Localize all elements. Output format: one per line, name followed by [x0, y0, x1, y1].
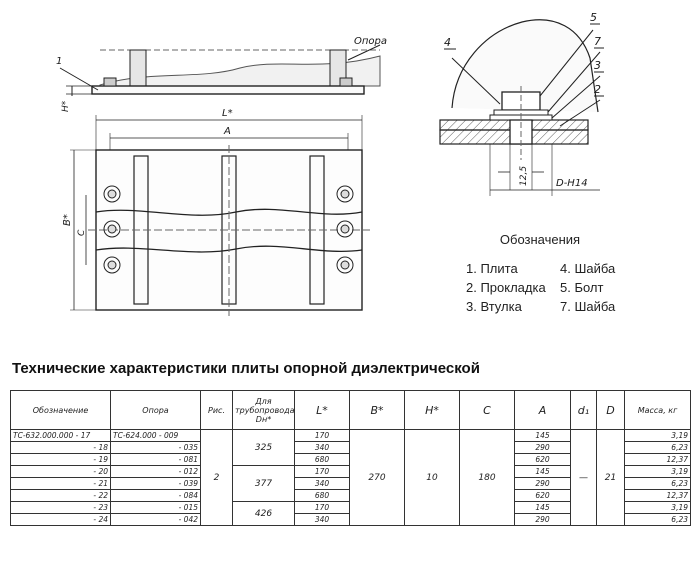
a-cell: 145 [514, 465, 571, 478]
support-label: Опора [354, 36, 387, 47]
a-cell: 620 [514, 453, 571, 466]
d1-cell: — [570, 429, 597, 526]
b-cell: 270 [349, 429, 405, 526]
legend-title: Обозначения [499, 232, 581, 247]
l-cell: 170 [294, 501, 350, 514]
fig-cell: 2 [200, 429, 233, 526]
detail-diameter-dimension: D-H14 [556, 178, 588, 189]
table-row: - 20 - 012 377 170 145 3,19 [10, 465, 691, 502]
table-row: - 21 - 039 340 290 6,23 [10, 477, 691, 490]
header-mass: Масса, кг [624, 390, 691, 430]
l-cell: 680 [294, 453, 350, 466]
table-row: - 24 - 042 340 290 6,23 [10, 513, 691, 526]
designation-cell: - 21 [10, 477, 111, 490]
detail-callout-3: 3 [594, 59, 601, 72]
support-cell: - 012 [110, 465, 201, 478]
legend-item: 2. Прокладка [466, 280, 546, 295]
h-dimension-label: H* [61, 100, 71, 112]
c-dimension-label: C [77, 229, 87, 236]
technical-drawing: 1 Опора H* L* A B* C [56, 11, 604, 316]
l-cell: 680 [294, 489, 350, 502]
pipeline-cell: 377 [232, 465, 295, 502]
support-cell: - 081 [110, 453, 201, 466]
designation-cell: - 19 [10, 453, 111, 466]
designation-cell: ТС-632.000.000 - 17 [10, 429, 111, 442]
mass-cell: 3,19 [624, 465, 691, 478]
detail-callout-5: 5 [590, 11, 597, 24]
c-cell: 180 [459, 429, 515, 526]
legend-items: 1. Плита 4. Шайба 2. Прокладка 5. Болт 3… [466, 261, 680, 314]
header-l: L* [294, 390, 350, 430]
detail-hole-dimension: 12,5 [519, 166, 529, 186]
mass-cell: 6,23 [624, 477, 691, 490]
support-cell: ТС-624.000 - 009 [110, 429, 201, 442]
a-cell: 290 [514, 477, 571, 490]
a-cell: 145 [514, 501, 571, 514]
designation-cell: - 20 [10, 465, 111, 478]
a-cell: 290 [514, 513, 571, 526]
header-pipeline: Для трубопровода, Dн* [232, 390, 295, 430]
l-cell: 340 [294, 441, 350, 454]
plan-view [70, 115, 370, 316]
l-cell: 170 [294, 465, 350, 478]
designation-cell: - 22 [10, 489, 111, 502]
d-cell: 21 [596, 429, 625, 526]
a-dimension-label: A [223, 126, 231, 137]
detail-callout-7: 7 [594, 35, 601, 48]
header-designation: Обозначение [10, 390, 111, 430]
mass-cell: 6,23 [624, 513, 691, 526]
l-dimension-label: L* [222, 108, 233, 119]
support-cell: - 039 [110, 477, 201, 490]
table-row: - 22 - 084 680 620 12,37 [10, 489, 691, 502]
detail-callout-2: 2 [594, 83, 601, 96]
designation-cell: - 24 [10, 513, 111, 526]
designation-cell: - 23 [10, 501, 111, 514]
a-cell: 290 [514, 441, 571, 454]
header-c: C [459, 390, 515, 430]
spec-table: Обозначение Опора Рис. Для трубопровода,… [10, 390, 691, 526]
l-cell: 340 [294, 513, 350, 526]
table-row: - 23 - 015 426 170 145 3,19 [10, 501, 691, 526]
legend-item: 4. Шайба [560, 261, 616, 276]
page-title: Технические характеристики плиты опорной… [12, 360, 480, 377]
side-callout-1: 1 [56, 56, 62, 67]
mass-cell: 3,19 [624, 429, 691, 442]
mass-cell: 12,37 [624, 453, 691, 466]
h-cell: 10 [404, 429, 460, 526]
header-d1: d₁ [570, 390, 597, 430]
mass-cell: 6,23 [624, 441, 691, 454]
support-cell: - 035 [110, 441, 201, 454]
b-dimension-label: B* [62, 214, 73, 226]
header-d: D [596, 390, 625, 430]
support-cell: - 084 [110, 489, 201, 502]
header-h: H* [404, 390, 460, 430]
header-a: A [514, 390, 571, 430]
legend-item: 3. Втулка [466, 299, 522, 314]
header-fig: Рис. [200, 390, 233, 430]
a-cell: 145 [514, 429, 571, 442]
bolt-holes [103, 185, 354, 274]
header-support: Опора [110, 390, 201, 430]
legend-item: 7. Шайба [560, 299, 616, 314]
designation-cell: - 18 [10, 441, 111, 454]
legend-item: 5. Болт [560, 280, 604, 295]
header-b: B* [349, 390, 405, 430]
support-cell: - 015 [110, 501, 201, 514]
l-cell: 170 [294, 429, 350, 442]
detail-section [439, 19, 604, 196]
side-view [59, 44, 381, 96]
pipeline-cell: 426 [232, 501, 295, 526]
a-cell: 620 [514, 489, 571, 502]
pipeline-cell: 325 [232, 429, 295, 466]
legend: Обозначения 1. Плита 4. Шайба 2. Проклад… [440, 232, 680, 314]
l-cell: 340 [294, 477, 350, 490]
table-row: ТС-632.000.000 - 17 ТС-624.000 - 009 2 3… [10, 429, 691, 526]
detail-callout-4: 4 [444, 36, 451, 49]
mass-cell: 3,19 [624, 501, 691, 514]
mass-cell: 12,37 [624, 489, 691, 502]
legend-item: 1. Плита [466, 261, 518, 276]
support-cell: - 042 [110, 513, 201, 526]
table-header-row: Обозначение Опора Рис. Для трубопровода,… [10, 390, 691, 430]
